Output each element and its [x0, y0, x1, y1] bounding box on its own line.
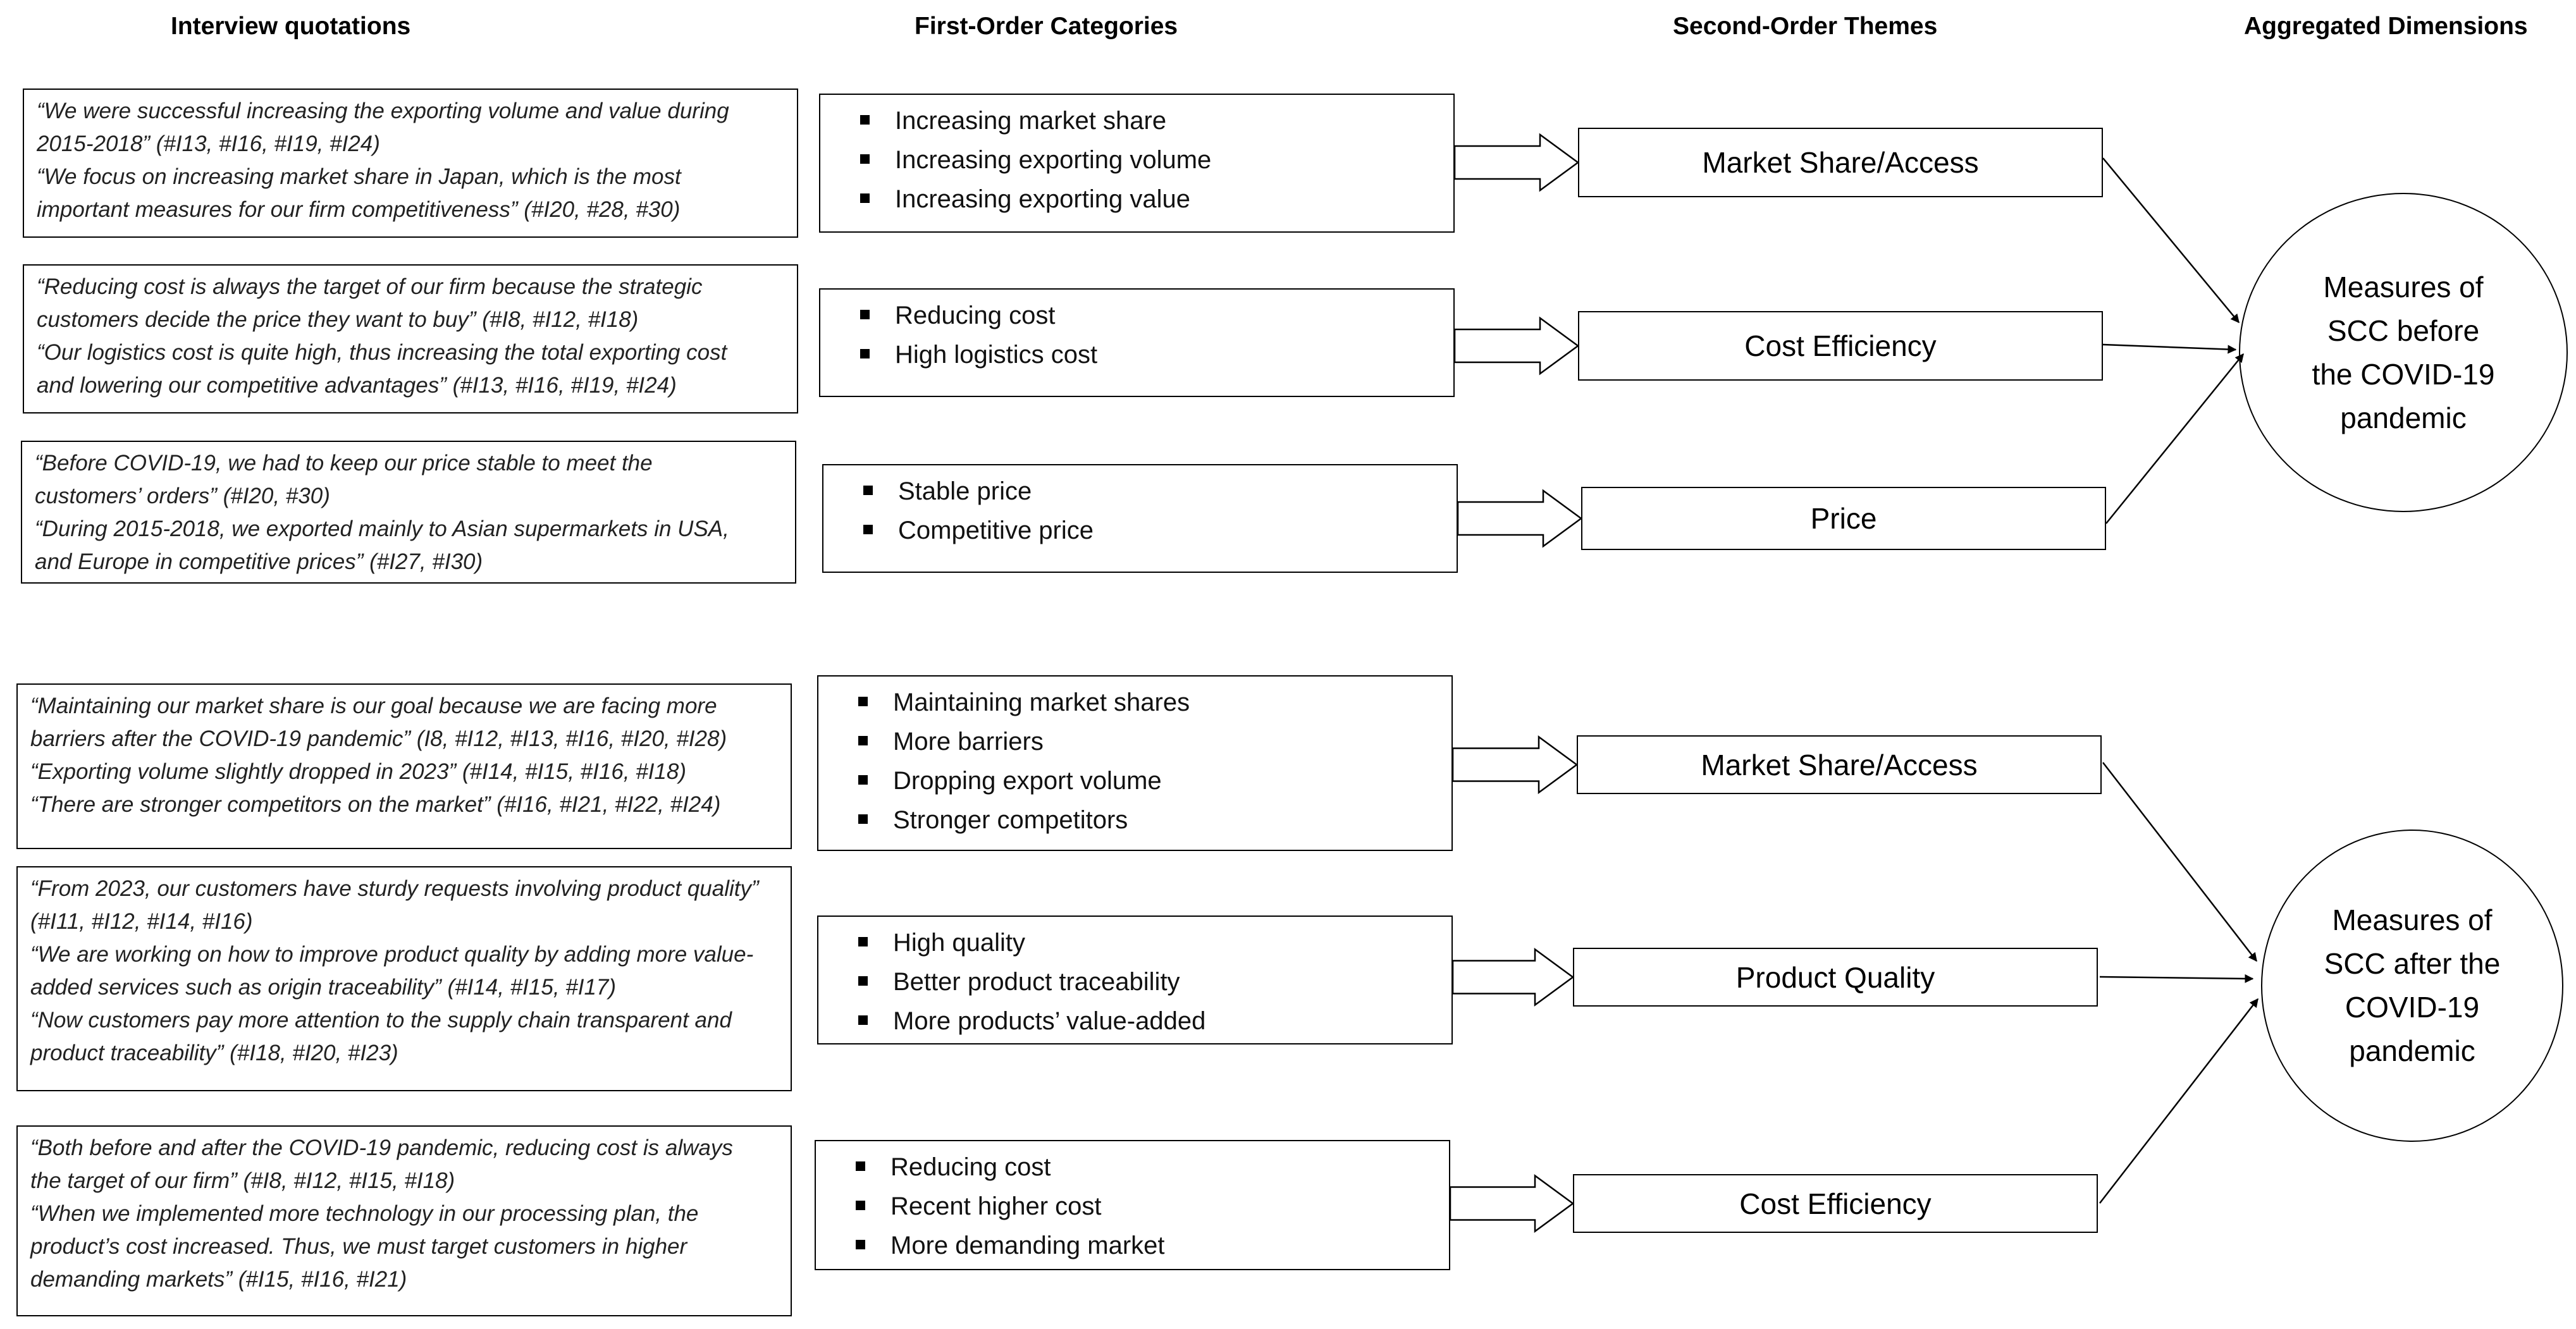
quote-line: important measures for our firm competit… — [37, 197, 681, 222]
quote-line: “From 2023, our customers have sturdy re… — [30, 876, 759, 901]
theme-to-dimension-line — [2105, 353, 2244, 524]
theme-box: Product Quality — [1573, 948, 2098, 1007]
theme-to-dimension-line — [2102, 343, 2237, 354]
theme-box: Cost Efficiency — [1573, 1174, 2098, 1233]
quote-line: “Both before and after the COVID-19 pand… — [30, 1136, 733, 1160]
quote-box: “Maintaining our market share is our goa… — [16, 683, 792, 849]
theme-box: Price — [1581, 487, 2106, 550]
category-item: Stronger competitors — [858, 800, 1451, 840]
block-arrow — [1449, 1174, 1575, 1233]
category-item: Recent higher cost — [856, 1187, 1449, 1226]
quote-box: “We were successful increasing the expor… — [23, 89, 798, 238]
block-arrow — [1451, 735, 1579, 794]
quote-line: customers’ orders” (#I20, #30) — [35, 484, 330, 508]
quote-box: “Both before and after the COVID-19 pand… — [16, 1125, 792, 1316]
quote-line: “We were successful increasing the expor… — [37, 99, 729, 123]
quote-line: “There are stronger competitors on the m… — [30, 792, 721, 817]
header-aggregated-dimensions: Aggregated Dimensions — [2244, 13, 2528, 40]
header-first-order-categories: First-Order Categories — [915, 13, 1178, 40]
block-arrow — [1453, 133, 1580, 192]
theme-box: Cost Efficiency — [1578, 311, 2103, 381]
block-arrow — [1451, 948, 1575, 1007]
quote-line: customers decide the price they want to … — [37, 307, 639, 332]
category-item: High logistics cost — [860, 335, 1453, 374]
quote-line: “Before COVID-19, we had to keep our pri… — [35, 451, 653, 475]
header-interview-quotations: Interview quotations — [171, 13, 411, 40]
quote-line: product traceability” (#I18, #I20, #I23) — [30, 1041, 398, 1065]
quote-box: “Before COVID-19, we had to keep our pri… — [21, 441, 796, 584]
category-item: Maintaining market shares — [858, 683, 1451, 722]
quote-box: “Reducing cost is always the target of o… — [23, 264, 798, 413]
header-second-order-themes: Second-Order Themes — [1673, 13, 1938, 40]
quote-line: 2015-2018” (#I13, #I16, #I19, #I24) — [37, 132, 380, 156]
quote-line: demanding markets” (#I15, #I16, #I21) — [30, 1267, 407, 1292]
category-item: Reducing cost — [856, 1148, 1449, 1187]
quote-line: and Europe in competitive prices” (#I27,… — [35, 549, 483, 574]
theme-to-dimension-line — [2102, 157, 2240, 324]
theme-to-dimension-line — [2102, 762, 2257, 962]
category-item: Increasing market share — [860, 101, 1453, 140]
quote-line: and lowering our competitive advantages”… — [37, 373, 677, 398]
dimension-line: SCC before — [2327, 314, 2480, 347]
category-item: More barriers — [858, 722, 1451, 761]
dimension-line: Measures of — [2323, 270, 2484, 303]
dimension-line: pandemic — [2349, 1034, 2475, 1067]
dimension-line: pandemic — [2340, 401, 2467, 434]
category-item: Dropping export volume — [858, 761, 1451, 800]
quote-line: “Our logistics cost is quite high, thus … — [37, 340, 727, 365]
quote-line: “During 2015-2018, we exported mainly to… — [35, 517, 729, 541]
block-arrow — [1457, 489, 1583, 548]
quote-line: “When we implemented more technology in … — [30, 1201, 699, 1226]
dimension-line: COVID-19 — [2345, 991, 2480, 1024]
quote-line: “Reducing cost is always the target of o… — [37, 274, 703, 299]
quote-box: “From 2023, our customers have sturdy re… — [16, 866, 792, 1091]
dimension-line: Measures of — [2332, 903, 2493, 936]
dimension-line: SCC after the — [2324, 947, 2501, 980]
quote-line: “Maintaining our market share is our goa… — [30, 694, 717, 718]
category-item: High quality — [858, 923, 1451, 962]
category-item: More demanding market — [856, 1226, 1449, 1265]
category-item: Stable price — [863, 472, 1457, 511]
quote-line: (#I11, #I12, #I14, #I16) — [30, 909, 253, 934]
quote-line: “Now customers pay more attention to the… — [30, 1008, 732, 1032]
category-item: Increasing exporting volume — [860, 140, 1453, 180]
dimension-line: the COVID-19 — [2312, 357, 2495, 391]
block-arrow — [1453, 316, 1580, 376]
category-item: Competitive price — [863, 511, 1457, 550]
quote-line: the target of our firm” (#I8, #I12, #I15… — [30, 1168, 455, 1193]
theme-to-dimension-line — [2099, 998, 2259, 1204]
quote-line: barriers after the COVID-19 pandemic” (I… — [30, 726, 727, 751]
category-item: Reducing cost — [860, 296, 1453, 335]
quote-line: “We focus on increasing market share in … — [37, 164, 681, 189]
quote-line: “Exporting volume slightly dropped in 20… — [30, 759, 687, 784]
quote-line: product’s cost increased. Thus, we must … — [30, 1234, 687, 1259]
quote-line: added services such as origin traceabili… — [30, 975, 617, 1000]
quote-line: “We are working on how to improve produc… — [30, 942, 754, 967]
category-item: Better product traceability — [858, 962, 1451, 1001]
category-item: More products’ value-added — [858, 1001, 1451, 1041]
dimension-before-covid: Measures of SCC before the COVID-19 pandemi… — [2239, 193, 2568, 512]
category-item: Increasing exporting value — [860, 180, 1453, 219]
theme-box: Market Share/Access — [1577, 735, 2102, 794]
theme-box: Market Share/Access — [1578, 128, 2103, 197]
theme-to-dimension-line — [2099, 974, 2254, 983]
